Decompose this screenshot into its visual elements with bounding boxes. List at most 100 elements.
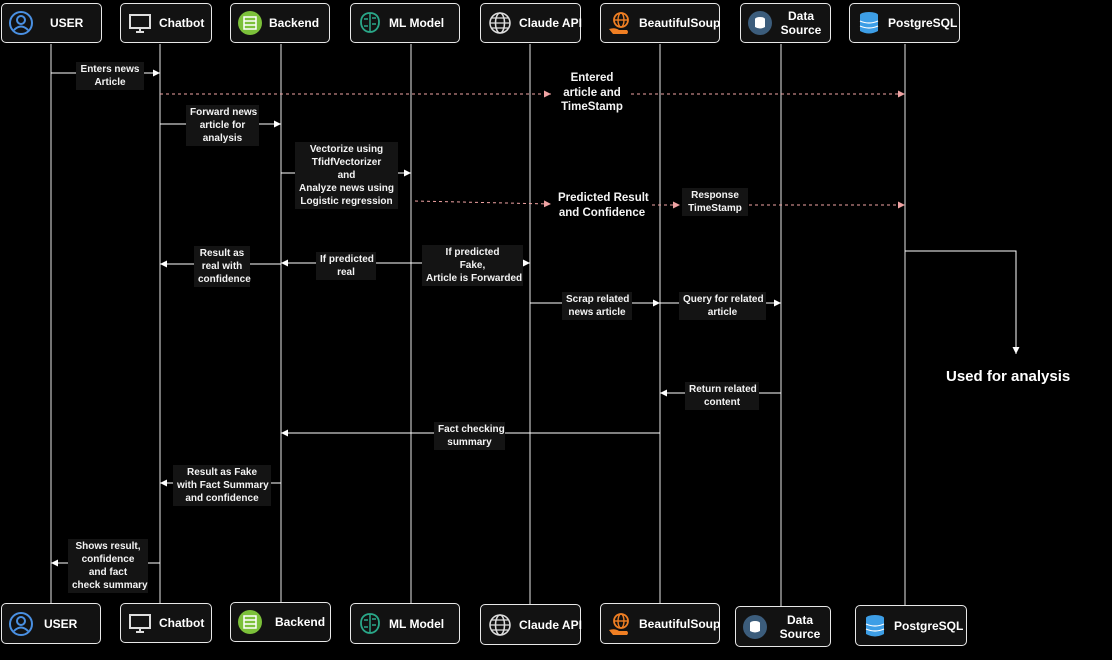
message-label-line: check summary <box>72 580 148 591</box>
participant-label: Claude API <box>519 16 582 30</box>
participant-beautifulsoup-bottom[interactable]: BeautifulSoup <box>600 603 720 644</box>
participant-postgresql-top[interactable]: PostgreSQL <box>849 3 960 43</box>
globe-icon <box>487 10 513 36</box>
participant-ml-model-top[interactable]: ML Model <box>350 3 460 43</box>
message-label-line: TimeStamp <box>688 203 742 214</box>
user-icon <box>8 10 34 36</box>
participant-backend-top[interactable]: Backend <box>230 3 330 43</box>
message-label-line: Enters news <box>80 64 140 75</box>
participant-label: BeautifulSoup <box>639 616 721 631</box>
participant-data-source-bottom[interactable]: Data Source <box>735 606 831 647</box>
message-label-line: article and <box>563 86 621 99</box>
message-label-line: real <box>337 267 355 278</box>
participant-label: USER <box>44 616 78 631</box>
participant-postgresql-bottom[interactable]: PostgreSQL <box>855 605 967 646</box>
participant-label: Data Source <box>779 612 821 641</box>
message-label-line: Article <box>94 77 126 88</box>
message-label-line: If predicted <box>445 247 500 258</box>
participant-beautifulsoup-top[interactable]: BeautifulSoup <box>600 3 720 43</box>
msg-query-related-article: Query for related article <box>679 292 766 320</box>
msg-if-predicted-real: If predicted real <box>316 252 376 280</box>
message-label-line: Scrap related <box>566 294 630 305</box>
message-label-line: with Fact Summary <box>177 480 269 491</box>
message-label-line: real with <box>201 261 243 272</box>
message-label-line: Response <box>691 190 739 201</box>
participant-claude-api-bottom[interactable]: Claude API <box>480 604 582 645</box>
message-label-line: Entered <box>570 72 614 84</box>
msg-scrap-related-news: Scrap related news article <box>562 292 632 320</box>
message-label-line: Article is Forwarded <box>426 273 523 284</box>
brain-chip-icon <box>357 611 383 637</box>
participant-label: BeautifulSoup <box>639 16 721 30</box>
participant-label: Chatbot <box>159 16 205 30</box>
participant-user-top[interactable]: USER <box>1 3 102 43</box>
participant-label: PostgreSQL <box>888 16 958 30</box>
message-label-line: news article <box>568 307 626 318</box>
participant-label: Backend <box>269 16 320 30</box>
msg-fact-checking-summary: Fact checking summary <box>434 422 505 450</box>
message-label-line: Fake, <box>459 260 486 271</box>
brain-chip-icon <box>357 10 383 36</box>
message-label-line: confidence <box>198 274 251 285</box>
message-label-line: Analyze news using <box>299 183 395 194</box>
message-label-line: content <box>703 397 741 408</box>
msg-predicted-result-confidence: Predicted Result and Confidence <box>554 190 650 221</box>
message-label-line: and confidence <box>185 493 259 504</box>
message-label-line: Predicted Result <box>558 192 649 204</box>
message-label-line: TfidfVectorizer <box>311 157 382 168</box>
message-label-line: analysis <box>202 133 243 144</box>
participant-label: PostgreSQL <box>894 618 964 633</box>
message-label-line: Result as <box>199 248 245 259</box>
message-label-line: article for <box>199 120 246 131</box>
message-label-line: Query for related <box>683 294 764 305</box>
participant-data-source-top[interactable]: Data Source <box>740 3 831 43</box>
participant-chatbot-bottom[interactable]: Chatbot <box>120 603 212 643</box>
database-source-icon <box>747 10 773 36</box>
msg-result-as-real: Result as real with confidence <box>194 246 251 287</box>
participant-backend-bottom[interactable]: Backend <box>230 602 331 642</box>
lifelines <box>50 44 906 606</box>
message-label-line: article <box>707 307 738 318</box>
participant-label: ML Model <box>389 616 445 631</box>
participant-label: Claude API <box>519 617 582 632</box>
arrow-predicted-result-1 <box>414 200 552 208</box>
arrow-used-for-analysis <box>905 250 1020 354</box>
participant-label: Chatbot <box>159 616 205 630</box>
database-icon <box>856 10 882 36</box>
message-label-line: Result as Fake <box>186 467 258 478</box>
participant-label: Data Source <box>780 9 822 37</box>
message-label-line: Fact checking <box>438 424 505 435</box>
message-label-line: and Confidence <box>558 206 646 219</box>
server-icon <box>237 609 263 635</box>
msg-shows-result: Shows result, confidence and fact check sum… <box>68 539 148 593</box>
message-label-line: Vectorize using <box>309 144 384 155</box>
monitor-icon <box>127 10 153 36</box>
participant-ml-model-bottom[interactable]: ML Model <box>350 603 460 644</box>
participant-user-bottom[interactable]: USER <box>1 603 101 644</box>
participant-label: Backend <box>275 615 326 629</box>
message-label-line: Shows result, <box>75 541 141 552</box>
message-label-line: Logistic regression <box>300 196 393 207</box>
database-source-icon <box>742 614 768 640</box>
participant-label: USER <box>50 16 84 30</box>
message-label-line: If predicted <box>320 254 374 265</box>
message-label-line: and fact <box>88 567 128 578</box>
message-label-line: and <box>337 170 356 181</box>
msg-forward-news-article: Forward news article for analysis <box>186 105 259 146</box>
user-icon <box>8 611 34 637</box>
participant-chatbot-top[interactable]: Chatbot <box>120 3 212 43</box>
used-for-analysis-label: Used for analysis <box>946 368 1071 385</box>
server-icon <box>237 10 263 36</box>
message-label-line: summary <box>447 437 492 448</box>
message-label-line: Forward news <box>190 107 258 118</box>
web-scrape-icon <box>607 611 633 637</box>
participant-claude-api-top[interactable]: Claude API <box>480 3 582 43</box>
message-label-line: confidence <box>81 554 135 565</box>
database-icon <box>862 613 888 639</box>
